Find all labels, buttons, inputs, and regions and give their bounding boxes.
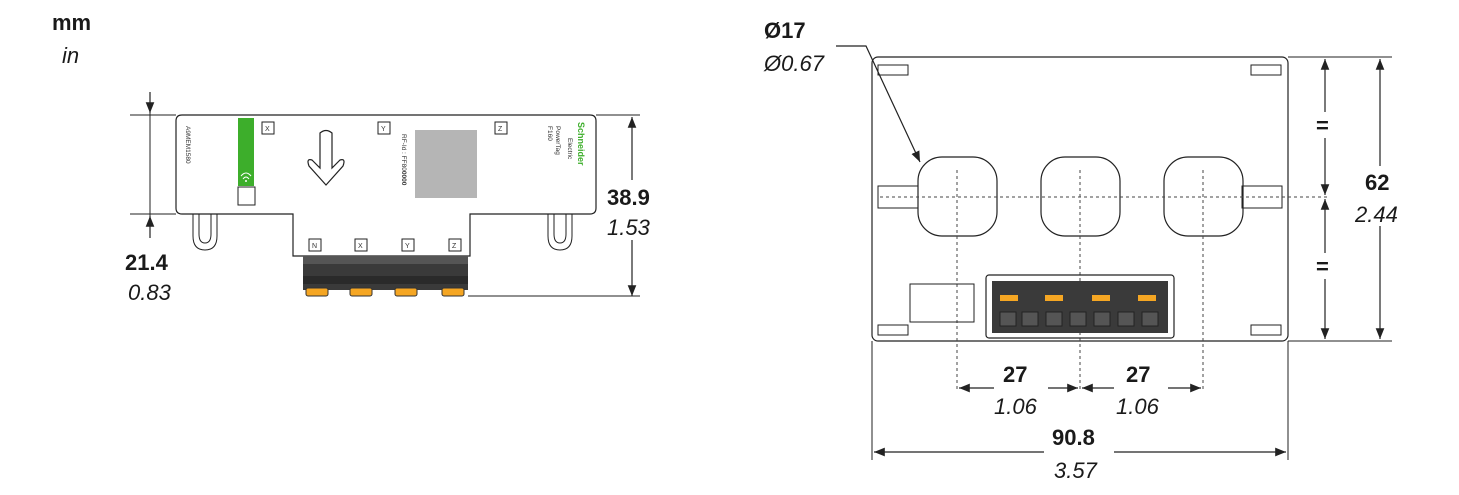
model-label: A9MEM1580 xyxy=(184,126,191,164)
powertag-front-view: A9MEM1580 X Y Z RF-Id : FF800000 PowerTa… xyxy=(175,114,597,297)
channel-label-z: Z xyxy=(498,126,503,133)
dim-diameter-in: Ø0.67 xyxy=(763,51,825,76)
dim-body-height-mm: 21.4 xyxy=(125,250,169,275)
channel-label-x-bottom: X xyxy=(358,243,363,250)
channel-box-z-bottom xyxy=(448,238,462,252)
brand-name: Schneider xyxy=(576,122,586,166)
dim-width-in: 3.57 xyxy=(1054,458,1098,483)
channel-box-x xyxy=(261,121,275,135)
brand-subname: Electric xyxy=(566,138,573,160)
channel-box-x-bottom xyxy=(354,238,368,252)
dim-height-mm: 62 xyxy=(1365,170,1389,195)
product-line1: PowerTag xyxy=(554,126,561,155)
right-dimensions: Ø17 Ø0.67 62 2.44 = = 27 1.06 27 1.06 90… xyxy=(763,18,1416,489)
channel-box-n-bottom xyxy=(308,238,322,252)
dim-height-in: 2.44 xyxy=(1354,202,1398,227)
channel-label-y: Y xyxy=(381,126,386,133)
channel-box-z xyxy=(494,121,508,135)
rf-id-text: RF-Id : FF800000 xyxy=(400,134,407,186)
product-line2: F160 xyxy=(546,126,553,141)
left-dimensions: 21.4 0.83 38.9 1.53 xyxy=(125,92,666,305)
dim-total-height-mm: 38.9 xyxy=(607,185,650,210)
channel-label-y-bottom: Y xyxy=(405,243,410,250)
channel-label-n-bottom: N xyxy=(312,243,317,250)
channel-label-z-bottom: Z xyxy=(452,243,457,250)
dim-pitch-1-in: 1.06 xyxy=(994,394,1038,419)
dim-pitch-2-mm: 27 xyxy=(1126,362,1150,387)
equal-mark-top: = xyxy=(1316,113,1329,138)
powertag-top-view xyxy=(871,56,1330,392)
channel-label-x: X xyxy=(265,126,270,133)
dim-total-height-in: 1.53 xyxy=(607,215,651,240)
dim-pitch-2-in: 1.06 xyxy=(1116,394,1160,419)
led-window xyxy=(237,186,256,206)
rf-label-block xyxy=(415,130,477,198)
direction-arrow-icon xyxy=(307,129,345,186)
wireless-icon xyxy=(240,172,252,182)
dim-body-height-in: 0.83 xyxy=(128,280,172,305)
equal-mark-bottom: = xyxy=(1316,254,1329,279)
unit-mm-label: mm xyxy=(52,10,91,35)
dim-pitch-1-mm: 27 xyxy=(1003,362,1027,387)
dim-diameter-mm: Ø17 xyxy=(764,18,806,43)
dim-width-mm: 90.8 xyxy=(1052,425,1095,450)
terminal-pins xyxy=(305,287,465,297)
channel-box-y xyxy=(377,121,391,135)
channel-box-y-bottom xyxy=(401,238,415,252)
connector-housing xyxy=(985,274,1175,339)
unit-in-label: in xyxy=(62,43,79,68)
status-strip xyxy=(238,118,254,186)
